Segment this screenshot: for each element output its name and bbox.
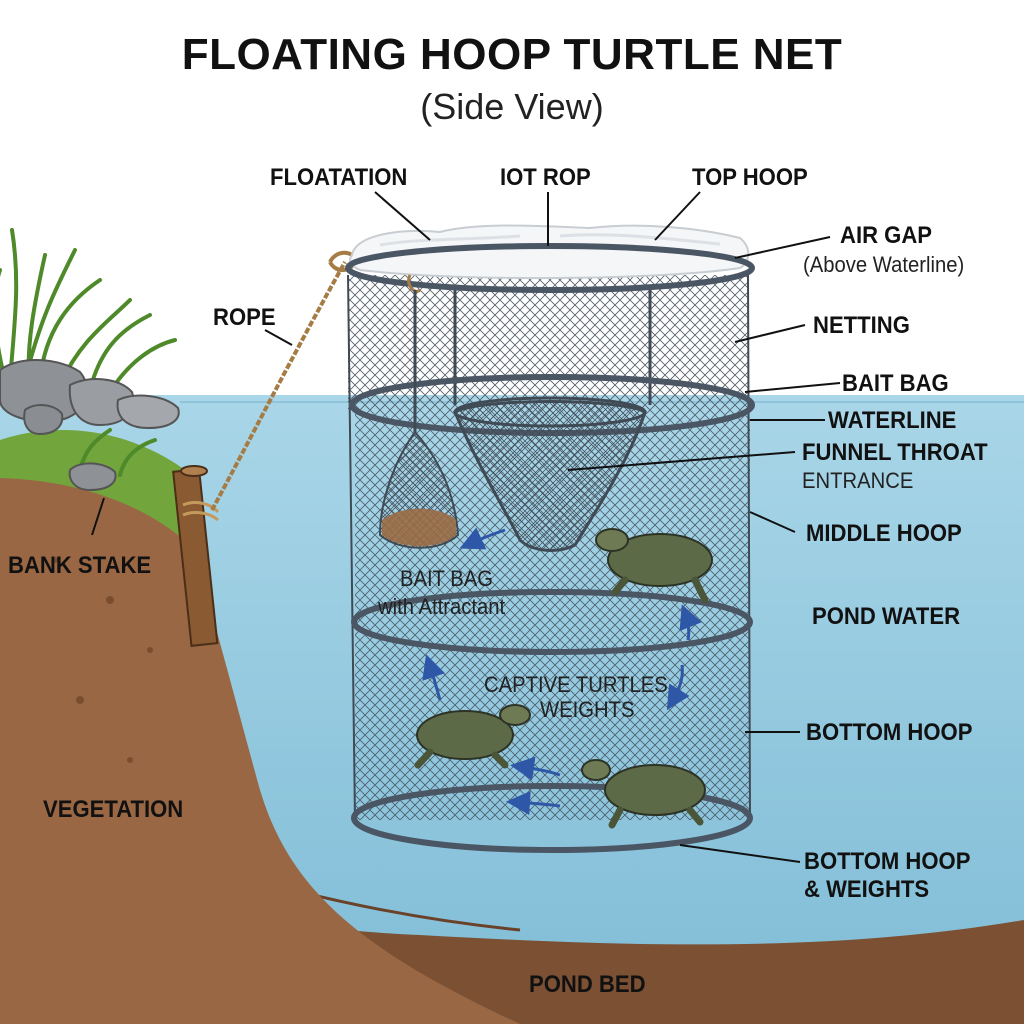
label-waterline: WATERLINE bbox=[828, 407, 957, 434]
middle-hoop bbox=[351, 589, 753, 655]
rope bbox=[210, 261, 347, 511]
funnel-throat bbox=[453, 400, 647, 552]
label-rope: ROPE bbox=[213, 304, 276, 331]
top-hoop bbox=[345, 243, 755, 293]
label-above-waterline: (Above Waterline) bbox=[803, 252, 965, 277]
bottom-hoop-ring bbox=[351, 783, 753, 853]
diagram-subtitle: (Side View) bbox=[420, 86, 604, 127]
label-bait-bag-inner: BAIT BAG bbox=[400, 566, 493, 591]
diagram-title: FLOATING HOOP TURTLE NET bbox=[181, 30, 843, 79]
label-pond-water: POND WATER bbox=[812, 603, 961, 630]
label-bottom-hoop: BOTTOM HOOP bbox=[806, 719, 973, 746]
bank-rocks bbox=[0, 359, 180, 492]
turtle-top bbox=[595, 528, 713, 604]
label-funnel-throat: FUNNEL THROAT bbox=[802, 439, 988, 466]
label-netting: NETTING bbox=[813, 312, 910, 339]
hoops bbox=[345, 243, 755, 853]
bank-stake bbox=[172, 465, 220, 647]
label-captive-turtles: CAPTIVE TURTLES bbox=[484, 672, 668, 697]
label-pond-bed: POND BED bbox=[529, 971, 646, 998]
label-with-attractant: with Attractant bbox=[378, 594, 506, 619]
label-vegetation: VEGETATION bbox=[43, 796, 184, 823]
label-bottom-hoop-weights-line1: BOTTOM HOOP bbox=[804, 848, 971, 875]
label-iot-rop: IOT ROP bbox=[500, 164, 591, 191]
label-bait-bag: BAIT BAG bbox=[842, 370, 949, 397]
label-bank-stake: BANK STAKE bbox=[8, 552, 152, 579]
label-entrance: ENTRANCE bbox=[802, 468, 914, 493]
label-middle-hoop: MIDDLE HOOP bbox=[806, 520, 962, 547]
leader-lines bbox=[91, 191, 841, 863]
label-air-gap: AIR GAP bbox=[840, 222, 933, 249]
bait-bag bbox=[378, 274, 460, 549]
turtle-left bbox=[414, 704, 531, 769]
label-weights: WEIGHTS bbox=[540, 697, 635, 722]
turtle-right bbox=[581, 759, 706, 829]
bank-soil bbox=[0, 470, 520, 1024]
turtles bbox=[414, 528, 713, 829]
label-bottom-hoop-weights-line2: & WEIGHTS bbox=[804, 876, 930, 903]
flow-arrows bbox=[422, 527, 702, 815]
label-floatation: FLOATATION bbox=[270, 164, 408, 191]
label-top-hoop: TOP HOOP bbox=[692, 164, 808, 191]
